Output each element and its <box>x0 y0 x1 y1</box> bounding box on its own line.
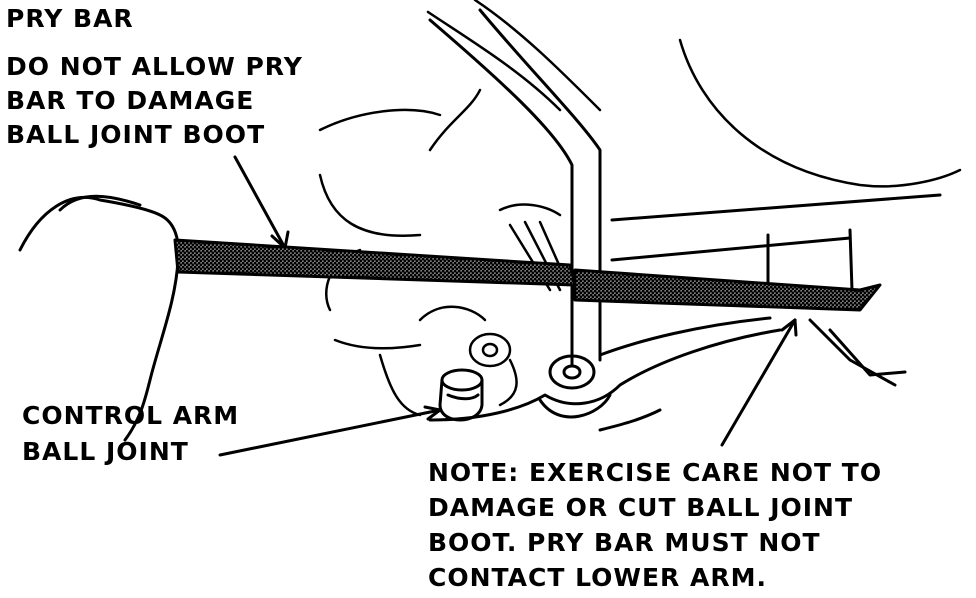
ball-joint-line: BALL JOINT <box>22 437 189 466</box>
pry-bar-label: PRY BAR <box>6 4 134 33</box>
note-line: BOOT. PRY BAR MUST NOT <box>428 528 821 557</box>
caution-line: BALL JOINT BOOT <box>6 120 266 149</box>
ball-joint-line: CONTROL ARM <box>22 401 240 430</box>
note-line: DAMAGE OR CUT BALL JOINT <box>428 493 854 522</box>
ball-joint-label: CONTROL ARM BALL JOINT <box>22 403 239 464</box>
note-line: CONTACT LOWER ARM. <box>428 563 767 592</box>
caution-line: BAR TO DAMAGE <box>6 86 255 115</box>
pry-bar-tip <box>573 268 882 312</box>
knuckle-assembly <box>325 203 570 417</box>
lower-control-arm <box>428 328 782 432</box>
leader-arrows <box>218 155 798 457</box>
ball-joint-stud <box>438 368 484 422</box>
chassis-outline <box>318 0 962 237</box>
note-label: NOTE: EXERCISE CARE NOT TO DAMAGE OR CUT… <box>428 460 882 590</box>
caution-line: DO NOT ALLOW PRY <box>6 52 303 81</box>
stabilizer-tube <box>428 8 602 390</box>
note-line: NOTE: EXERCISE CARE NOT TO <box>428 458 883 487</box>
caution-label: DO NOT ALLOW PRY BAR TO DAMAGE BALL JOIN… <box>6 54 303 147</box>
pry-bar <box>173 238 577 287</box>
